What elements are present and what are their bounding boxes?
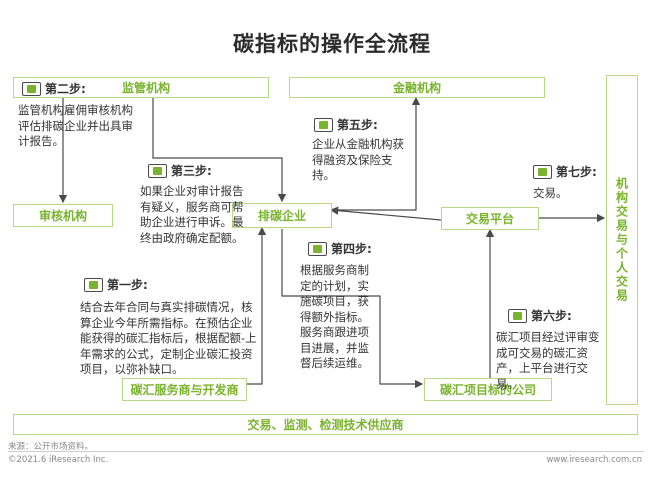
step-1-text: 结合去年合同与真实排碳情况，核算企业今年所需指标。在预估企业能获得的碳汇指标后，… <box>80 300 257 376</box>
footer-divider <box>8 451 644 452</box>
finance-label: 金融机构 <box>392 81 441 95</box>
step-7-header: 第七步: <box>533 163 597 180</box>
step-6-label: 第六步: <box>531 309 572 323</box>
emitter-box: 排碳企业 <box>232 203 332 228</box>
audit-box: 审核机构 <box>13 204 113 227</box>
regulator-label: 监管机构 <box>122 81 171 95</box>
step-3-label: 第三步: <box>171 164 212 178</box>
trading-platform-box: 交易平台 <box>441 207 539 230</box>
step-icon <box>22 81 41 96</box>
site-url: www.iresearch.com.cn <box>546 455 642 465</box>
institutions-box: 机构交易与个人交易 <box>606 75 638 405</box>
step-6-text: 碳汇项目经过评审变成可交易的碳汇资产，上平台进行交易。 <box>496 330 600 391</box>
trading-platform-label: 交易平台 <box>465 212 514 226</box>
step-icon <box>533 164 552 179</box>
step-icon <box>148 163 167 178</box>
step-2-label: 第二步: <box>45 82 86 96</box>
step-2-text: 监管机构雇佣审核机构评估排碳企业并出具审计报告。 <box>18 103 133 148</box>
institutions-label: 机构交易与个人交易 <box>614 177 629 303</box>
finance-box: 金融机构 <box>289 77 545 98</box>
step-7-label: 第七步: <box>556 165 597 179</box>
step-7-text: 交易。 <box>533 186 568 200</box>
source-note: 来源：公开市场资料。 <box>8 442 94 452</box>
arrow-platform-emitter <box>329 206 442 221</box>
step-icon <box>508 308 527 323</box>
step-icon <box>308 241 327 256</box>
step-2-header: 第二步: <box>22 80 86 97</box>
step-icon <box>314 117 333 132</box>
supply-label: 交易、监测、检测技术供应商 <box>247 418 404 432</box>
arrow-emitter-finance <box>332 96 421 211</box>
step-6-header: 第六步: <box>508 307 572 324</box>
supply-box: 交易、监测、检测技术供应商 <box>13 414 638 435</box>
arrow-regulator-emitter <box>152 98 287 203</box>
step-4-header: 第四步: <box>308 240 372 257</box>
project-company-box: 碳汇项目标的公司 <box>424 378 552 401</box>
copyright: ©2021.6 iResearch Inc. <box>8 455 109 465</box>
step-3-text: 如果企业对审计报告有疑义，服务商可帮助企业进行申诉。最终由政府确定配额。 <box>140 184 244 245</box>
step-icon <box>84 277 103 292</box>
emitter-label: 排碳企业 <box>257 209 306 223</box>
step-3-header: 第三步: <box>148 162 212 179</box>
page-title: 碳指标的操作全流程 <box>233 32 431 56</box>
step-5-label: 第五步: <box>337 118 378 132</box>
audit-label: 审核机构 <box>38 209 87 223</box>
service-provider-box: 碳汇服务商与开发商 <box>122 378 247 401</box>
step-1-header: 第一步: <box>84 276 148 293</box>
project-company-label: 碳汇项目标的公司 <box>439 383 536 397</box>
service-provider-label: 碳汇服务商与开发商 <box>130 383 239 397</box>
arrow-emitter-project <box>281 229 424 389</box>
step-5-header: 第五步: <box>314 116 378 133</box>
step-5-text: 企业从金融机构获得融资及保险支持。 <box>312 137 404 182</box>
step-4-text: 根据服务商制定的计划，实施碳项目，获得额外指标。服务商跟进项目进展，并监督后续运… <box>300 263 369 370</box>
step-4-label: 第四步: <box>331 242 372 256</box>
step-1-label: 第一步: <box>107 278 148 292</box>
arrow-service-emitter <box>247 226 267 385</box>
